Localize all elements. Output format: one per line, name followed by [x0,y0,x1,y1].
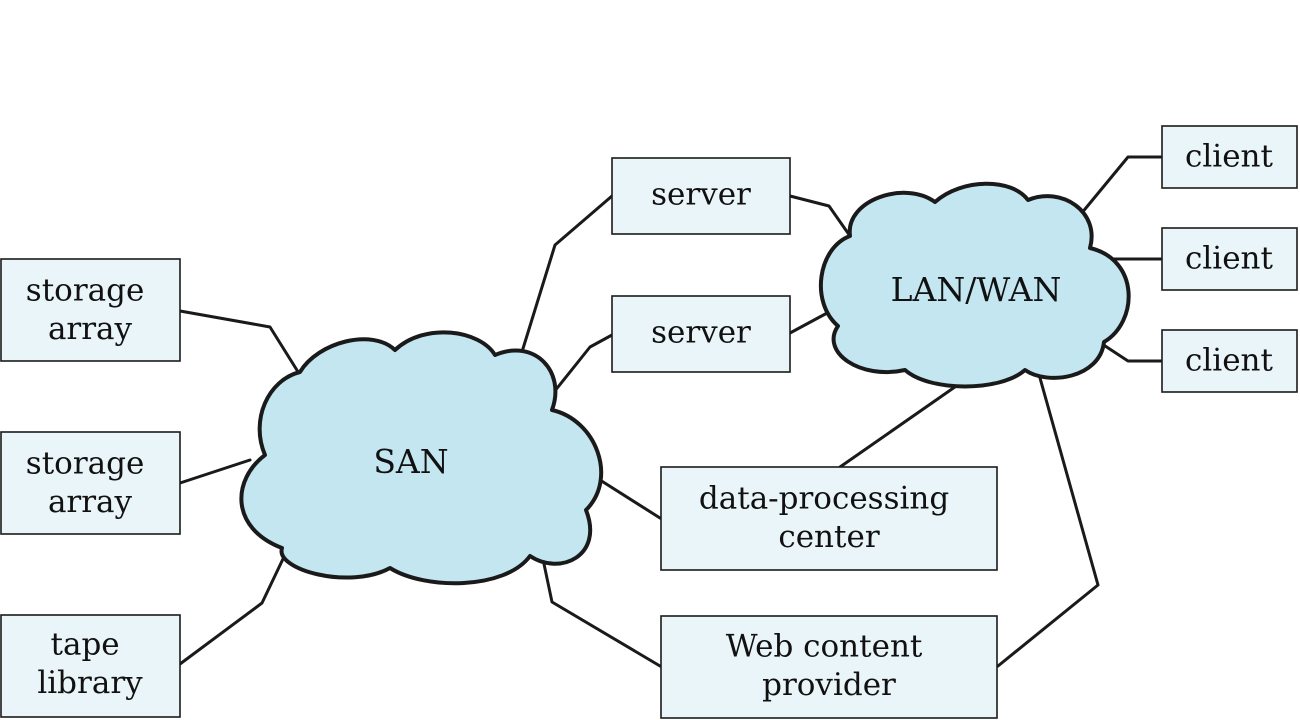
client-box [1161,125,1298,189]
storage-array-label-line-2: array [48,311,133,347]
web-content-provider-label-line-2: provider [762,667,896,703]
lanwan-cloud: LAN/WAN [818,181,1131,389]
connector-tape-library-san [178,538,294,666]
storage-array-box [0,258,181,362]
connector-lanwan-data-processing-center [838,380,964,469]
node-server-2: server [611,295,791,373]
storage-array-label-line-1: storage [26,272,145,308]
tape-library-box [0,614,181,718]
connector-server-1-lanwan [788,194,852,238]
node-server-1: server [611,157,791,235]
data-processing-center-box [660,466,998,571]
connector-lanwan-client-1 [1074,155,1164,222]
san-cloud: SAN [239,330,604,586]
storage-array-label-line-2: array [48,484,133,520]
connector-san-data-processing-center [598,478,662,520]
server-label: server [651,315,751,351]
san-cloud-label: SAN [373,442,448,481]
server-box [611,295,791,373]
web-content-provider-label-line-1: Web content [726,628,923,664]
web-content-provider-box [660,615,998,719]
storage-array-label: storage array [26,272,154,347]
data-processing-center-label-line-1: data-processing [699,480,949,516]
node-tape-library: tape library [0,614,181,718]
connector-san-server-2 [544,333,614,404]
connector-lanwan-client-3 [1094,338,1164,363]
connector-server-2-lanwan [788,310,831,335]
connector-storage-array-1-san [178,309,302,377]
connector-lines [178,155,1164,668]
connector-san-server-1 [515,194,614,370]
data-processing-center-label: data-processing center [699,480,959,555]
data-processing-center-label-line-2: center [778,519,879,555]
storage-array-label: storage array [26,445,154,520]
lanwan-cloud-shape [818,181,1131,389]
server-box [611,157,791,235]
lanwan-cloud-label: LAN/WAN [891,270,1062,309]
client-box [1161,227,1298,291]
connector-storage-array-2-san [178,458,252,485]
san-cloud-shape [239,330,604,586]
node-client-2: client [1161,227,1298,291]
node-web-content-provider: Web content provider [660,615,998,719]
storage-array-box [0,431,181,535]
server-label: server [651,177,751,213]
tape-library-label-line-2: library [37,665,143,701]
node-data-processing-center: data-processing center [660,466,998,571]
tape-library-label-line-1: tape [51,626,120,662]
node-client-3: client [1161,329,1298,393]
client-label: client [1185,241,1274,277]
node-storage-array-1: storage array [0,258,181,362]
node-client-1: client [1161,125,1298,189]
client-label: client [1185,343,1274,379]
web-content-provider-label: Web content provider [726,628,932,703]
node-storage-array-2: storage array [0,431,181,535]
tape-library-label: tape library [37,626,143,701]
client-box [1161,329,1298,393]
client-label: client [1185,139,1274,175]
storage-array-label-line-1: storage [26,445,145,481]
connector-lanwan-web-content-provider [996,376,1100,668]
